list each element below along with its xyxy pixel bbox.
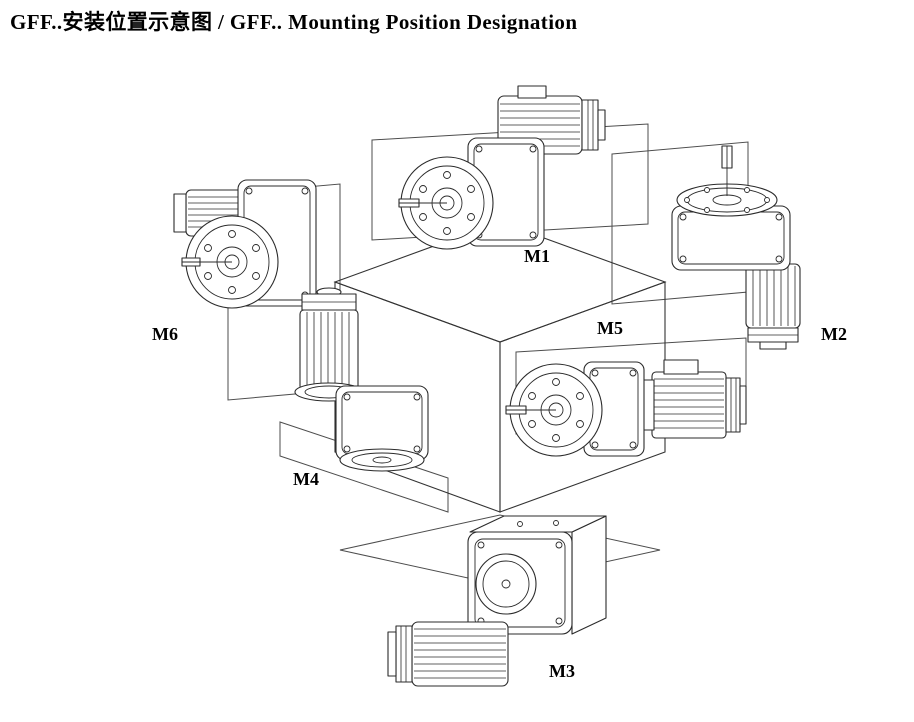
label-m5: M5 [597, 318, 623, 338]
label-m6: M6 [152, 324, 178, 344]
gearmotor-m3 [387, 515, 607, 687]
label-m2: M2 [821, 324, 847, 344]
m3-housing-side-face [571, 515, 607, 635]
gearmotor-m6 [173, 179, 317, 309]
label-m3: M3 [549, 661, 575, 681]
m5-motor-body [651, 359, 747, 439]
m4-motor-body [299, 287, 359, 391]
m3-output-bore [475, 553, 537, 615]
label-m4: M4 [293, 469, 319, 489]
m4-output-flange [339, 448, 425, 472]
gearmotor-m2 [671, 145, 801, 350]
m5-output-shaft [505, 405, 556, 415]
m2-output-shaft [721, 145, 733, 196]
page-title: GFF..安装位置示意图 / GFF.. Mounting Position D… [10, 10, 578, 34]
gearmotor-m5 [505, 359, 747, 457]
gearmotor-m1 [398, 85, 606, 250]
m3-motor-body [387, 621, 509, 687]
m6-output-shaft [181, 257, 232, 267]
m1-output-shaft [398, 198, 447, 208]
plane-m3 [339, 514, 661, 586]
m2-output-flange [676, 183, 778, 217]
label-m1: M1 [524, 246, 550, 266]
gearmotor-m4 [294, 287, 429, 472]
m2-motor-body [745, 263, 801, 350]
